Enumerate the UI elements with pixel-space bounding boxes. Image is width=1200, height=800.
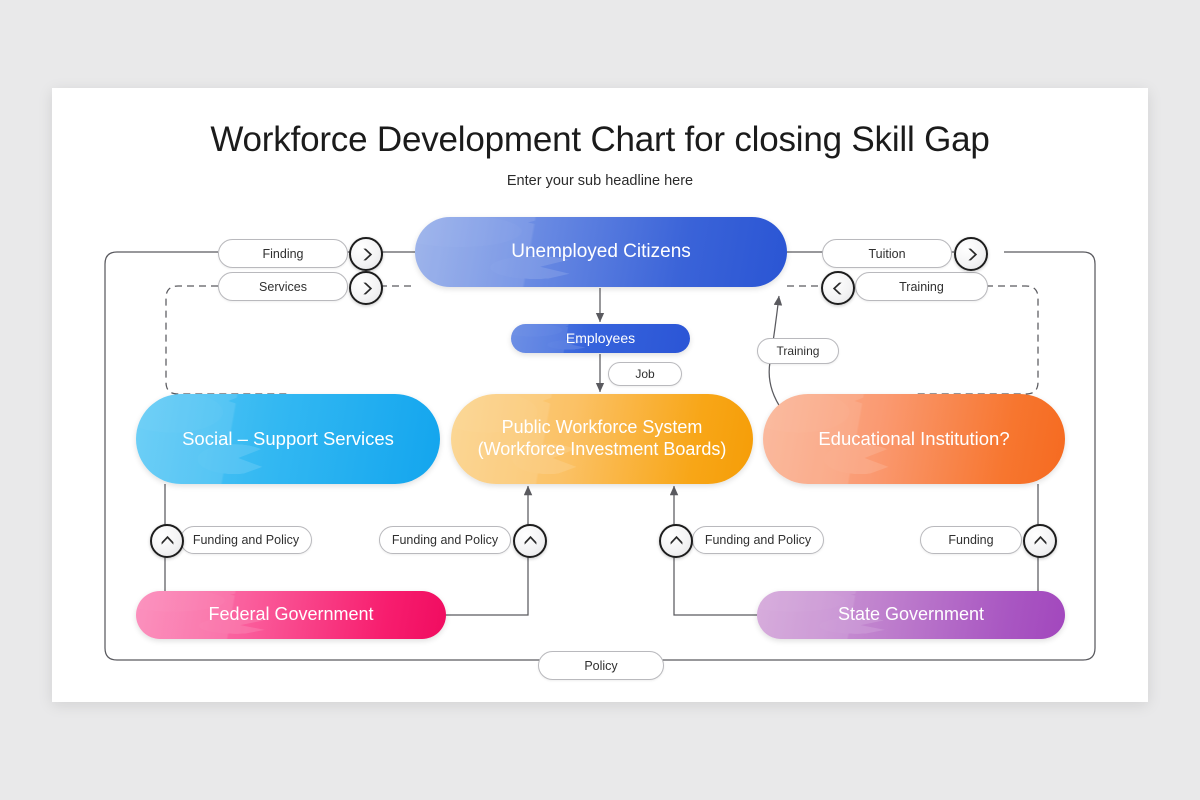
page-title: Workforce Development Chart for closing …	[210, 120, 990, 159]
node-label-line-1: Public Workforce System	[501, 417, 703, 438]
node-public-workforce-system[interactable]: Public Workforce System (Workforce Inves…	[451, 394, 753, 484]
node-social-support-services[interactable]: Social – Support Services	[136, 394, 440, 484]
node-label: Employees	[565, 329, 636, 346]
chevron-left-icon-training[interactable]	[821, 271, 855, 305]
node-label: Federal Government	[208, 604, 374, 625]
chevron-up-icon	[524, 535, 536, 545]
label-policy[interactable]: Policy	[538, 651, 664, 680]
label-funding[interactable]: Funding	[920, 526, 1022, 554]
chevron-right-icon	[967, 248, 977, 260]
chevron-up-icon	[670, 535, 682, 545]
chevron-up-icon-funding-policy-3[interactable]	[659, 524, 693, 558]
node-educational-institution[interactable]: Educational Institution?	[763, 394, 1065, 484]
chevron-right-icon-services[interactable]	[349, 271, 383, 305]
node-label: Public Workforce System (Workforce Inves…	[478, 417, 727, 461]
node-employees[interactable]: Employees	[511, 324, 690, 353]
label-funding-and-policy-2[interactable]: Funding and Policy	[379, 526, 511, 554]
chevron-up-icon-funding[interactable]	[1023, 524, 1057, 558]
page-subtitle: Enter your sub headline here	[506, 173, 694, 189]
node-unemployed-citizens[interactable]: Unemployed Citizens	[415, 217, 787, 287]
node-label: Social – Support Services	[182, 427, 394, 449]
chevron-up-icon	[1034, 535, 1046, 545]
chevron-left-icon	[832, 282, 842, 294]
label-training-curve[interactable]: Training	[757, 338, 839, 364]
chevron-right-icon-tuition[interactable]	[954, 237, 988, 271]
chevron-right-icon	[362, 282, 372, 294]
label-services[interactable]: Services	[218, 272, 348, 301]
chevron-right-icon	[362, 248, 372, 260]
node-label: State Government	[837, 604, 985, 625]
label-tuition[interactable]: Tuition	[822, 239, 952, 268]
node-state-government[interactable]: State Government	[757, 591, 1065, 639]
chevron-right-icon-finding[interactable]	[349, 237, 383, 271]
label-funding-and-policy-3[interactable]: Funding and Policy	[692, 526, 824, 554]
node-label-line-2: (Workforce Investment Boards)	[477, 439, 727, 459]
chevron-up-icon-funding-policy-2[interactable]	[513, 524, 547, 558]
chevron-up-icon-funding-policy-1[interactable]	[150, 524, 184, 558]
label-funding-and-policy-1[interactable]: Funding and Policy	[180, 526, 312, 554]
label-job[interactable]: Job	[608, 362, 682, 386]
label-training-right[interactable]: Training	[855, 272, 988, 301]
node-federal-government[interactable]: Federal Government	[136, 591, 446, 639]
node-label: Unemployed Citizens	[511, 241, 691, 263]
node-label: Educational Institution?	[818, 427, 1010, 449]
label-finding[interactable]: Finding	[218, 239, 348, 268]
chevron-up-icon	[161, 535, 173, 545]
